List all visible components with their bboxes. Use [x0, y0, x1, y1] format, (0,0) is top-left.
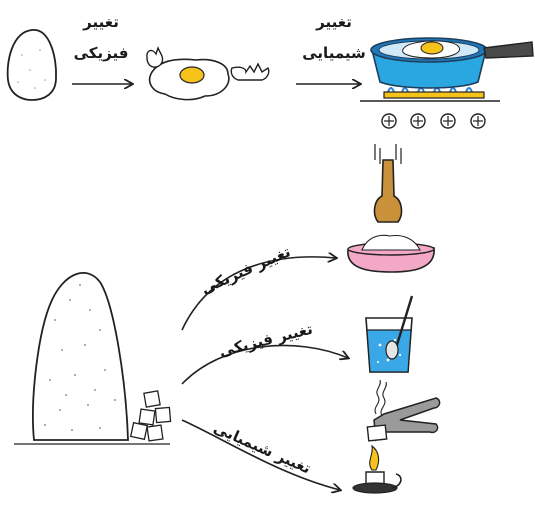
powder-bowl-illustration — [348, 235, 434, 272]
label-physical-change-top-line1: تغییر — [66, 14, 136, 31]
sugar-cone-illustration — [14, 273, 171, 444]
water-glass-illustration — [366, 296, 412, 372]
burning-sugar-illustration — [353, 380, 440, 493]
label-chemical-change-top-line2: شیمیایی — [294, 45, 374, 62]
label-chemical-change-top: تغییر شیمیایی — [294, 14, 374, 63]
label-chemical-change-top-line1: تغییر — [294, 14, 374, 31]
label-physical-change-top-line2: فیزیکی — [66, 45, 136, 62]
whole-egg-illustration — [8, 30, 56, 100]
broken-egg-illustration — [147, 48, 269, 100]
frying-pan-illustration — [360, 38, 533, 128]
mortar-pestle-illustration — [375, 144, 402, 222]
label-physical-change-top: تغییر فیزیکی — [66, 14, 136, 63]
